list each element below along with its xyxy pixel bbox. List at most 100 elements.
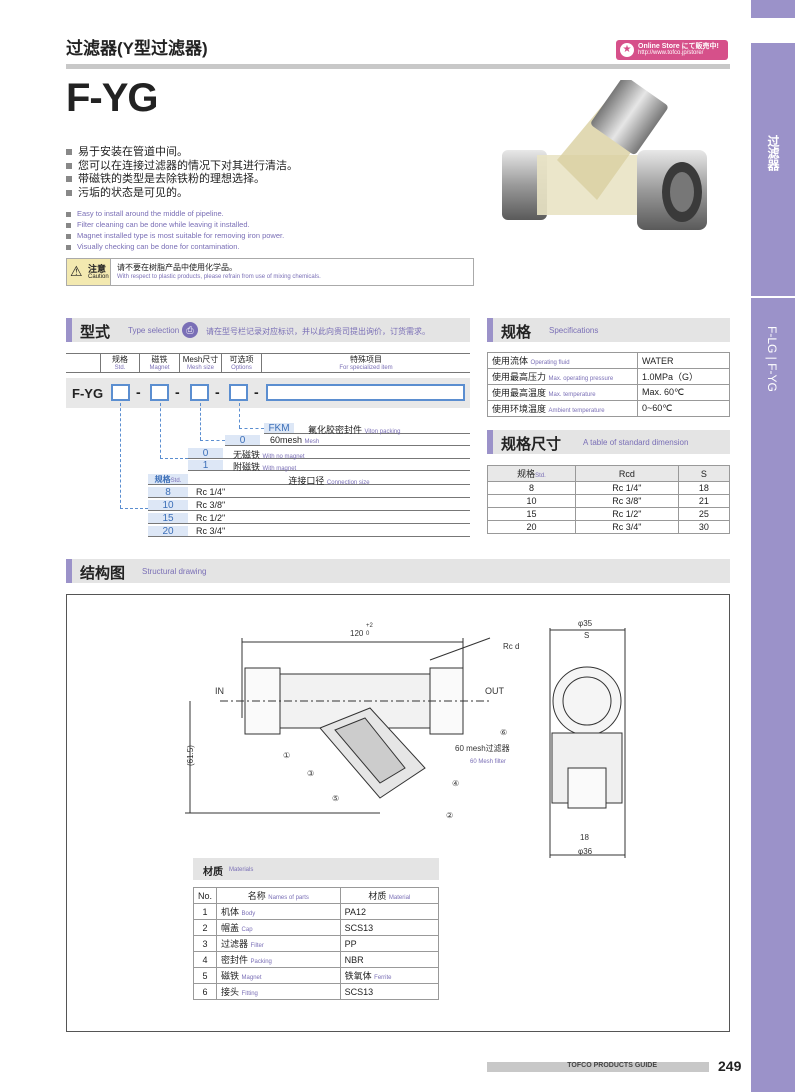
type-header-std: 规格 Std.: [100, 354, 140, 373]
fkm-desc: 氟化胶密封件 Viton packing: [294, 423, 470, 435]
feature-cn-item: 易于安装在管道中间。: [66, 146, 298, 160]
type-note: 请在型号栏记录对应标识，并以此向贵司提出询价，订货需求。: [206, 327, 430, 336]
bullet-icon: [66, 149, 72, 156]
section-marker: [66, 318, 72, 342]
dim-s: S: [584, 631, 589, 640]
dim-tol-plus: +2: [366, 623, 374, 629]
special-item-box[interactable]: [266, 384, 465, 401]
caution-text-cn: 请不要在树脂产品中使用化学品。: [117, 263, 237, 272]
part-6: ⑥: [500, 728, 507, 737]
leader-line: [120, 508, 148, 509]
section-title: 规格: [501, 324, 532, 341]
page-title: 过滤器(Y型过滤器): [66, 39, 208, 58]
leader-line: [160, 403, 161, 458]
feature-en-item: Filter cleaning can be done while leavin…: [66, 219, 284, 230]
caution-text-en: With respect to plastic products, please…: [117, 274, 321, 280]
rcd-label: Rc d: [503, 642, 519, 651]
magnet-code-box[interactable]: [150, 384, 169, 401]
feature-cn-item: 污垢的状态是可见的。: [66, 187, 298, 201]
section-title-en: Type selection: [128, 326, 180, 335]
page-number: 249: [718, 1058, 742, 1074]
std-code-15: 15: [148, 513, 188, 524]
mesh-code-box[interactable]: [190, 384, 209, 401]
feature-en-item: Visually checking can be done for contam…: [66, 241, 284, 252]
leader-line: [120, 403, 121, 508]
sidebar-tab-filter-label: 过滤器: [766, 135, 780, 171]
footer-bar: TOFCO PRODUCTS GUIDE: [487, 1062, 709, 1072]
std-size-8: Rc 1/4": [188, 487, 470, 498]
section-title-en: Structural drawing: [142, 567, 207, 576]
section-specifications: 规格 Specifications: [487, 318, 730, 342]
features-cn: 易于安装在管道中间。 您可以在连接过滤器的情况下对其进行清洁。 带磁铁的类型是去…: [66, 146, 298, 200]
mesh-label-cn: 60 mesh过滤器: [455, 743, 510, 753]
type-header-mesh: Mesh尺寸 Mesh size: [180, 354, 222, 373]
leader-line: [160, 458, 188, 459]
magnet-desc-1: 附磁铁 With magnet: [223, 460, 470, 472]
dim-120: 120: [350, 629, 364, 638]
materials-header: 材质 Materials: [193, 858, 439, 880]
feature-cn-item: 带磁铁的类型是去除铁粉的理想选择。: [66, 173, 298, 187]
leader-line: [200, 403, 201, 440]
part-1: ①: [283, 751, 290, 760]
online-store-badge[interactable]: ★ Online Store にて販売中! http://www.tofco.j…: [616, 40, 728, 60]
std-code-box[interactable]: [111, 384, 130, 401]
part-2: ②: [446, 811, 453, 820]
dim-18: 18: [580, 833, 589, 842]
mesh-code: 0: [225, 435, 260, 446]
leader-line: [239, 428, 264, 429]
std-size-15: Rc 1/2": [188, 513, 470, 524]
caution-label-en: Caution: [88, 274, 109, 280]
section-title: 型式: [80, 324, 111, 341]
print-icon: ⎙: [182, 322, 198, 338]
part-5: ⑤: [332, 794, 339, 803]
std-code-20: 20: [148, 526, 188, 537]
out-label: OUT: [485, 686, 505, 696]
feature-cn-item: 您可以在连接过滤器的情况下对其进行清洁。: [66, 160, 298, 174]
in-label: IN: [215, 686, 224, 696]
bullet-icon: [66, 211, 71, 217]
std-code-8: 8: [148, 487, 188, 498]
store-label: Online Store にて販売中!: [638, 43, 719, 50]
section-type-selection: 型式 Type selection ⎙ 请在型号栏记录对应标识，并以此向贵司提出…: [66, 318, 470, 342]
height-label: (61.5): [186, 745, 195, 766]
options-code-box[interactable]: [229, 384, 248, 401]
sidebar-tab-model-label: F-LG | F-YG: [765, 326, 779, 392]
sidebar-divider: [751, 296, 795, 298]
bullet-icon: [66, 244, 71, 250]
dim-phi35: φ35: [578, 619, 593, 628]
type-header-special: 特殊项目 For specialized item: [339, 355, 393, 371]
leader-line: [239, 403, 240, 428]
product-image: [502, 80, 707, 230]
section-title: 规格尺寸: [501, 436, 562, 453]
drawing-frame: [66, 594, 730, 1032]
feature-en-item: Easy to install around the middle of pip…: [66, 208, 284, 219]
fkm-code: FKM: [264, 423, 294, 434]
section-dimensions: 规格尺寸 A table of standard dimension: [487, 430, 730, 454]
std-header-code: 规格Std.: [148, 474, 188, 485]
feature-en-item: Magnet installed type is most suitable f…: [66, 230, 284, 241]
magnet-code-0: 0: [188, 448, 223, 459]
magnet-desc-0: 无磁铁 With no magnet: [223, 448, 470, 460]
std-size-10: Rc 3/8": [188, 500, 470, 511]
bullet-icon: [66, 189, 72, 196]
caution-label-box: ⚠ 注意 Caution: [67, 259, 111, 285]
section-marker: [487, 430, 493, 454]
materials-title-en: Materials: [229, 867, 254, 873]
std-code-10: 10: [148, 500, 188, 511]
materials-title: 材质: [203, 867, 223, 878]
caution-label-cn: 注意: [88, 264, 107, 274]
store-icon: ★: [620, 43, 634, 57]
separator-dash: -: [175, 384, 180, 400]
sidebar-tab-filter[interactable]: 过滤器 F-LG | F-YG: [751, 43, 795, 1092]
type-header-options: 可选项 Options: [222, 354, 262, 373]
